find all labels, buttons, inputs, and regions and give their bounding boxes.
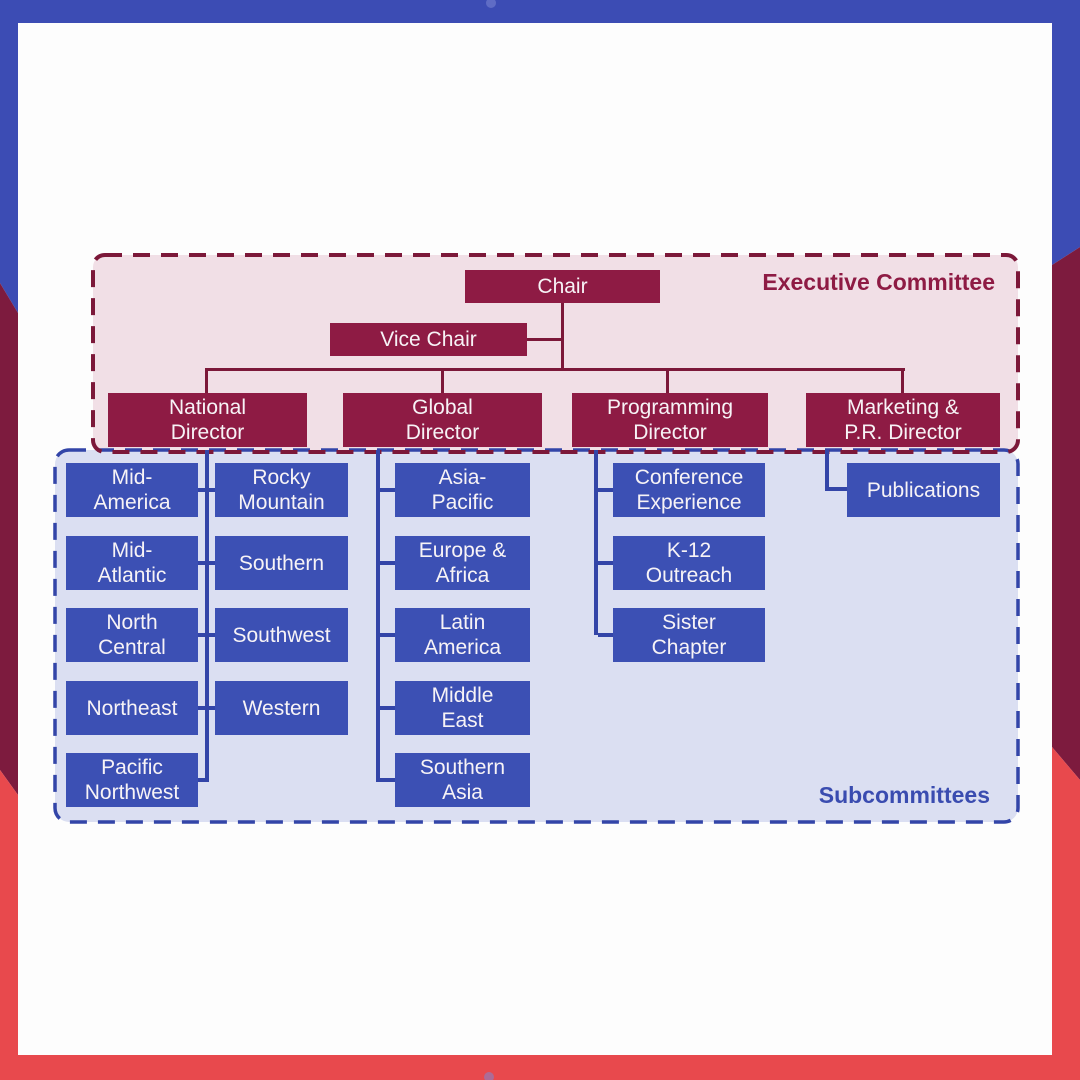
connector-vice-chair-link — [527, 338, 563, 341]
node-k12-outreach: K-12 Outreach — [613, 536, 765, 590]
connector-global-stub-1 — [380, 488, 395, 492]
connector-global-drop — [441, 370, 444, 393]
node-north-central: North Central — [66, 608, 198, 662]
node-publications: Publications — [847, 463, 1000, 517]
executive-committee-label: Executive Committee — [762, 269, 995, 295]
frame-maroon-band-right — [1052, 247, 1080, 780]
connector-global-trunk — [376, 450, 380, 782]
connector-national-stub-5 — [198, 778, 209, 782]
connector-national-stub-3 — [198, 633, 215, 637]
node-mid-atlantic: Mid- Atlantic — [66, 536, 198, 590]
node-northeast: Northeast — [66, 681, 198, 735]
connector-marketing-drop — [901, 370, 904, 393]
connector-chair-drop — [561, 302, 564, 370]
node-national-director: National Director — [108, 393, 307, 447]
node-pacific-northwest: Pacific Northwest — [66, 753, 198, 807]
node-vice-chair: Vice Chair — [330, 323, 527, 356]
node-latin-america: Latin America — [395, 608, 530, 662]
connector-national-stub-1 — [198, 488, 215, 492]
connector-programming-drop — [666, 370, 669, 393]
node-programming-director: Programming Director — [572, 393, 768, 447]
connector-global-stub-3 — [380, 633, 395, 637]
executive-committee-panel-border — [91, 253, 1020, 454]
connector-marketing-trunk — [825, 450, 829, 491]
frame-notch-top — [486, 0, 496, 8]
node-western: Western — [215, 681, 348, 735]
connector-national-trunk — [205, 450, 209, 782]
frame-maroon-band-left — [0, 283, 18, 795]
connector-directors-bus — [205, 368, 905, 371]
connector-national-stub-2 — [198, 561, 215, 565]
connector-programming-trunk — [594, 450, 598, 635]
node-southwest: Southwest — [215, 608, 348, 662]
node-marketing-pr-director: Marketing & P.R. Director — [806, 393, 1000, 447]
connector-programming-stub-1 — [598, 488, 613, 492]
executive-committee-panel-fill — [93, 255, 1018, 452]
connector-marketing-stub-1 — [829, 487, 847, 491]
node-europe-africa: Europe & Africa — [395, 536, 530, 590]
node-sister-chapter: Sister Chapter — [613, 608, 765, 662]
frame-notch-bottom — [484, 1072, 494, 1080]
connector-national-stub-4 — [198, 706, 215, 710]
node-mid-america: Mid- America — [66, 463, 198, 517]
node-southern-asia: Southern Asia — [395, 753, 530, 807]
node-asia-pacific: Asia- Pacific — [395, 463, 530, 517]
connector-global-stub-2 — [380, 561, 395, 565]
node-conference-experience: Conference Experience — [613, 463, 765, 517]
connector-global-stub-4 — [380, 706, 395, 710]
connector-programming-stub-3 — [598, 633, 613, 637]
node-middle-east: Middle East — [395, 681, 530, 735]
connector-programming-stub-2 — [598, 561, 613, 565]
node-chair: Chair — [465, 270, 660, 303]
node-global-director: Global Director — [343, 393, 542, 447]
connector-national-drop — [205, 370, 208, 393]
subcommittees-label: Subcommittees — [818, 782, 990, 808]
node-rocky-mountain: Rocky Mountain — [215, 463, 348, 517]
node-southern: Southern — [215, 536, 348, 590]
connector-global-stub-5 — [380, 778, 395, 782]
